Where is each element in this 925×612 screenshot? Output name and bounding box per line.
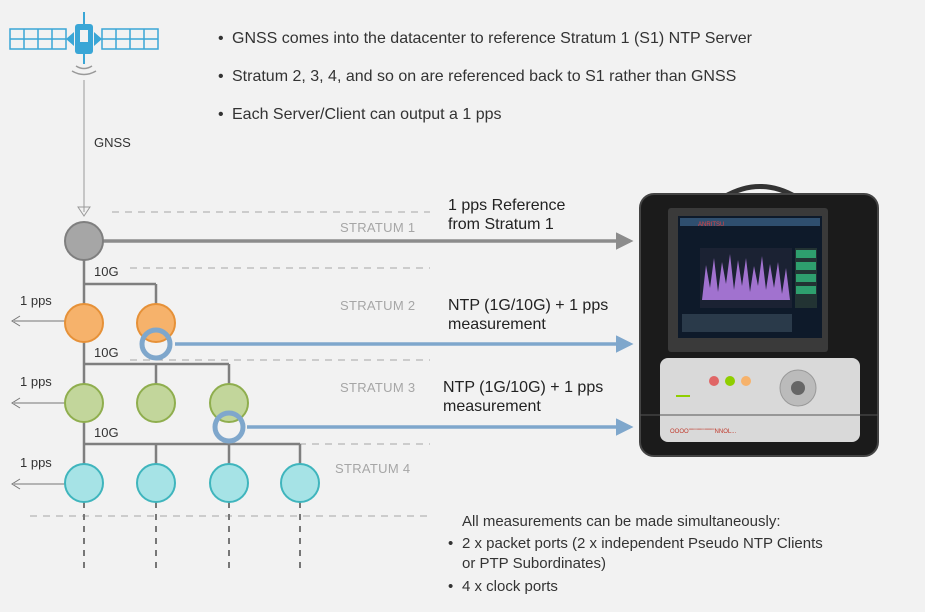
summary-item: 4 x clock ports xyxy=(448,577,823,597)
stratum4-label: STRATUM 4 xyxy=(335,461,411,476)
stratum2-label: STRATUM 2 xyxy=(340,298,416,313)
svg-text:ANRITSU: ANRITSU xyxy=(698,222,724,228)
stratum2-measurement-label: NTP (1G/10G) + 1 pps measurement xyxy=(448,296,608,334)
pps-output-label: 1 pps xyxy=(20,455,52,470)
summary-list: 2 x packet ports (2 x independent Pseudo… xyxy=(448,534,823,597)
stratum4-node xyxy=(136,463,176,503)
measurement-tap-ring xyxy=(212,410,246,444)
measurement-summary: All measurements can be made simultaneou… xyxy=(448,513,823,600)
stratum1-label: STRATUM 1 xyxy=(340,220,416,235)
label-line: measurement xyxy=(443,398,541,415)
svg-text:OOOO''''''''''''''"'"'"'NNOL..: OOOO''''''''''''''"'"'"'NNOL... xyxy=(670,429,737,435)
summary-item: 2 x packet ports (2 x independent Pseudo… xyxy=(448,534,823,574)
label-line: measurement xyxy=(448,316,546,333)
stratum3-label: STRATUM 3 xyxy=(340,380,416,395)
stratum4-node xyxy=(209,463,249,503)
label-line: NTP (1G/10G) + 1 pps xyxy=(448,297,609,314)
stratum4-node xyxy=(64,463,104,503)
gnss-label: GNSS xyxy=(94,135,131,150)
bullet-item: Each Server/Client can output a 1 pps xyxy=(218,106,752,124)
stratum3-node xyxy=(209,383,249,423)
label-line: 1 pps Reference xyxy=(448,197,566,214)
stratum2-node xyxy=(64,303,104,343)
stratum3-measurement-label: NTP (1G/10G) + 1 pps measurement xyxy=(443,378,603,416)
link-10g-label: 10G xyxy=(94,264,119,279)
measurement-tap-ring xyxy=(139,327,173,361)
stratum3-node xyxy=(64,383,104,423)
summary-item-line: or PTP Subordinates) xyxy=(462,555,606,572)
bullet-item: GNSS comes into the datacenter to refere… xyxy=(218,30,752,48)
test-instrument-icon: ANRITSU OOOO''''''''''''''"'"'"'NNOL... xyxy=(639,184,879,457)
pps-output-label: 1 pps xyxy=(20,293,52,308)
stratum1-reference-label: 1 pps Reference from Stratum 1 xyxy=(448,196,565,234)
feature-bullets: GNSS comes into the datacenter to refere… xyxy=(218,30,752,144)
bullet-item: Stratum 2, 3, 4, and so on are reference… xyxy=(218,68,752,86)
link-10g-label: 10G xyxy=(94,345,119,360)
label-line: from Stratum 1 xyxy=(448,216,554,233)
summary-intro: All measurements can be made simultaneou… xyxy=(462,513,781,530)
pps-output-label: 1 pps xyxy=(20,374,52,389)
link-10g-label: 10G xyxy=(94,425,119,440)
satellite-icon xyxy=(9,12,159,76)
stratum4-node xyxy=(280,463,320,503)
stratum1-node xyxy=(64,221,104,261)
stratum3-node xyxy=(136,383,176,423)
label-line: NTP (1G/10G) + 1 pps xyxy=(443,379,604,396)
summary-item-line: 2 x packet ports (2 x independent Pseudo… xyxy=(462,535,823,552)
